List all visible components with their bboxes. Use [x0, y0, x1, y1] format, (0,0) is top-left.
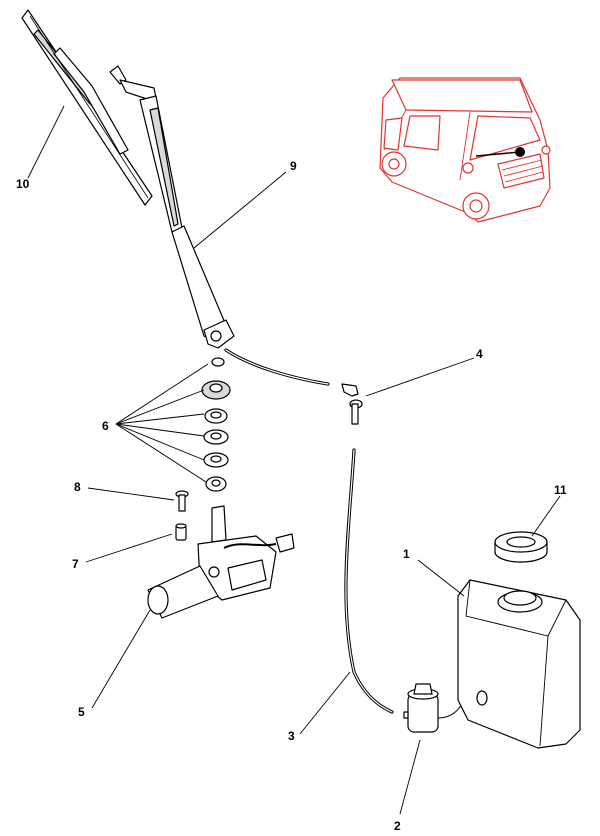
vehicle-locator-illustration [379, 77, 551, 223]
wiper-motor [147, 505, 295, 619]
locator-pointer [475, 151, 521, 157]
callout-6: 6 [102, 419, 109, 433]
callout-5: 5 [78, 705, 85, 719]
wiper-arm [109, 65, 235, 349]
wiper-blade [21, 9, 153, 206]
callout-2: 2 [394, 819, 401, 833]
callout-3: 3 [288, 729, 295, 743]
callout-11: 11 [554, 483, 567, 497]
callout-8: 8 [74, 480, 81, 494]
locator-highlight-motor [515, 147, 525, 157]
reservoir-cap [494, 531, 548, 563]
fastener-stack [201, 357, 231, 492]
spacer-bush [175, 523, 187, 541]
callout-10: 10 [16, 177, 30, 191]
callout-4: 4 [476, 347, 483, 361]
washer-pump [403, 683, 463, 733]
callout-9: 9 [290, 159, 297, 173]
washer-nozzle [341, 383, 363, 425]
callout-1: 1 [403, 547, 410, 561]
callout-labels: 1 2 3 4 5 6 7 8 9 10 11 [16, 159, 567, 833]
callout-7: 7 [72, 557, 79, 571]
mounting-bolt [175, 490, 189, 512]
washer-hoses [224, 348, 394, 714]
leader-lines [27, 105, 561, 815]
washer-reservoir [457, 579, 581, 749]
